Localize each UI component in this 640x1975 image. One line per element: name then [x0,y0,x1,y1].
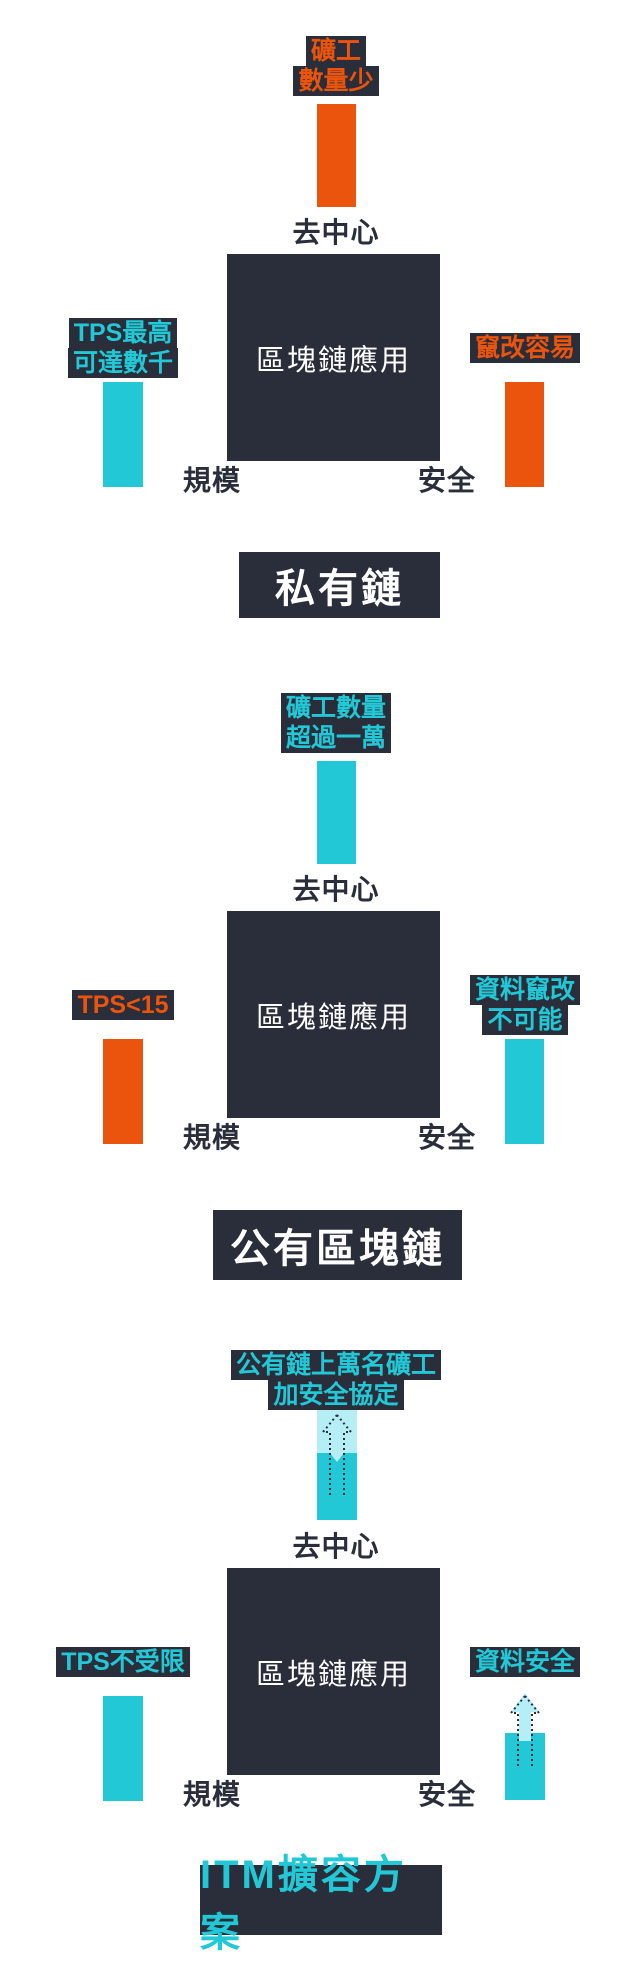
left-metric-label: TPS<15 [13,973,233,1037]
top-metric-line: 數量少 [293,66,379,96]
right-metric-label: 資料安全 [415,1630,635,1694]
right-metric-line: 資料安全 [469,1647,580,1677]
decentralization-growth-arrow-icon [317,1410,357,1520]
top-metric-line: 超過一萬 [280,723,391,753]
scale-bar [103,1696,143,1801]
left-metric-label: TPS最高 可達數千 [13,316,233,380]
right-metric-label: 資料竄改 不可能 [415,973,635,1037]
axis-label-decentralization: 去中心 [292,874,380,905]
blockchain-app-square: 區塊鏈應用 [227,911,440,1118]
axis-label-scale: 規模 [182,1122,241,1153]
right-metric-line: 不可能 [482,1005,568,1035]
section-title-box: 私有鏈 [239,552,440,618]
security-growth-arrow-icon [505,1693,545,1800]
decentralization-bar [317,761,356,864]
blockchain-app-label: 區塊鏈應用 [255,1001,411,1034]
top-metric-line: 礦工 [305,36,366,66]
axis-label-scale: 規模 [182,1779,241,1810]
scale-bar [103,382,143,487]
axis-label-security: 安全 [417,1779,476,1810]
decentralization-bar [317,104,356,207]
top-metric-line: 礦工數量 [280,693,391,723]
top-metric-label: 礦工 數量少 [161,36,511,96]
section-title: 私有鏈 [275,567,404,611]
blockchain-app-label: 區塊鏈應用 [255,344,411,377]
section-title-box: ITM擴容方案 [200,1853,442,1955]
axis-label-security: 安全 [417,1122,476,1153]
section-private-chain: 礦工 數量少 去中心 區塊鏈應用 TPS最高 可達數千 竄改容易 規模 安全 私… [0,0,640,657]
axis-label-security: 安全 [417,465,476,496]
top-metric-label: 公有鏈上萬名礦工 加安全協定 [161,1350,511,1410]
left-metric-line: TPS最高 [68,318,178,348]
section-title: ITM擴容方案 [200,1853,407,1955]
left-metric-label: TPS不受限 [13,1630,233,1694]
section-title: 公有區塊鏈 [230,1227,445,1271]
left-metric-line: TPS不受限 [56,1647,190,1677]
left-metric-line: TPS<15 [72,990,174,1020]
blockchain-app-square: 區塊鏈應用 [227,254,440,461]
top-metric-line: 公有鏈上萬名礦工 [230,1350,441,1380]
security-bar [505,382,544,487]
axis-label-decentralization: 去中心 [292,217,380,248]
scale-bar [103,1039,143,1144]
right-metric-label: 竄改容易 [415,316,635,380]
section-public-chain: 礦工數量 超過一萬 去中心 區塊鏈應用 TPS<15 資料竄改 不可能 規模 安… [0,657,640,1314]
section-itm-solution: 公有鏈上萬名礦工 加安全協定 去中心 區塊鏈應用 TPS不受限 資料安全 規模 … [0,1314,640,1971]
left-metric-line: 可達數千 [67,348,178,378]
top-metric-label: 礦工數量 超過一萬 [161,693,511,753]
right-metric-line: 資料竄改 [469,975,580,1005]
security-bar [505,1039,544,1144]
axis-label-scale: 規模 [182,465,241,496]
right-metric-line: 竄改容易 [469,333,580,363]
section-title-box: 公有區塊鏈 [213,1210,462,1280]
top-metric-line: 加安全協定 [268,1380,404,1410]
axis-label-decentralization: 去中心 [292,1531,380,1562]
blockchain-app-label: 區塊鏈應用 [255,1658,411,1691]
blockchain-app-square: 區塊鏈應用 [227,1568,440,1775]
